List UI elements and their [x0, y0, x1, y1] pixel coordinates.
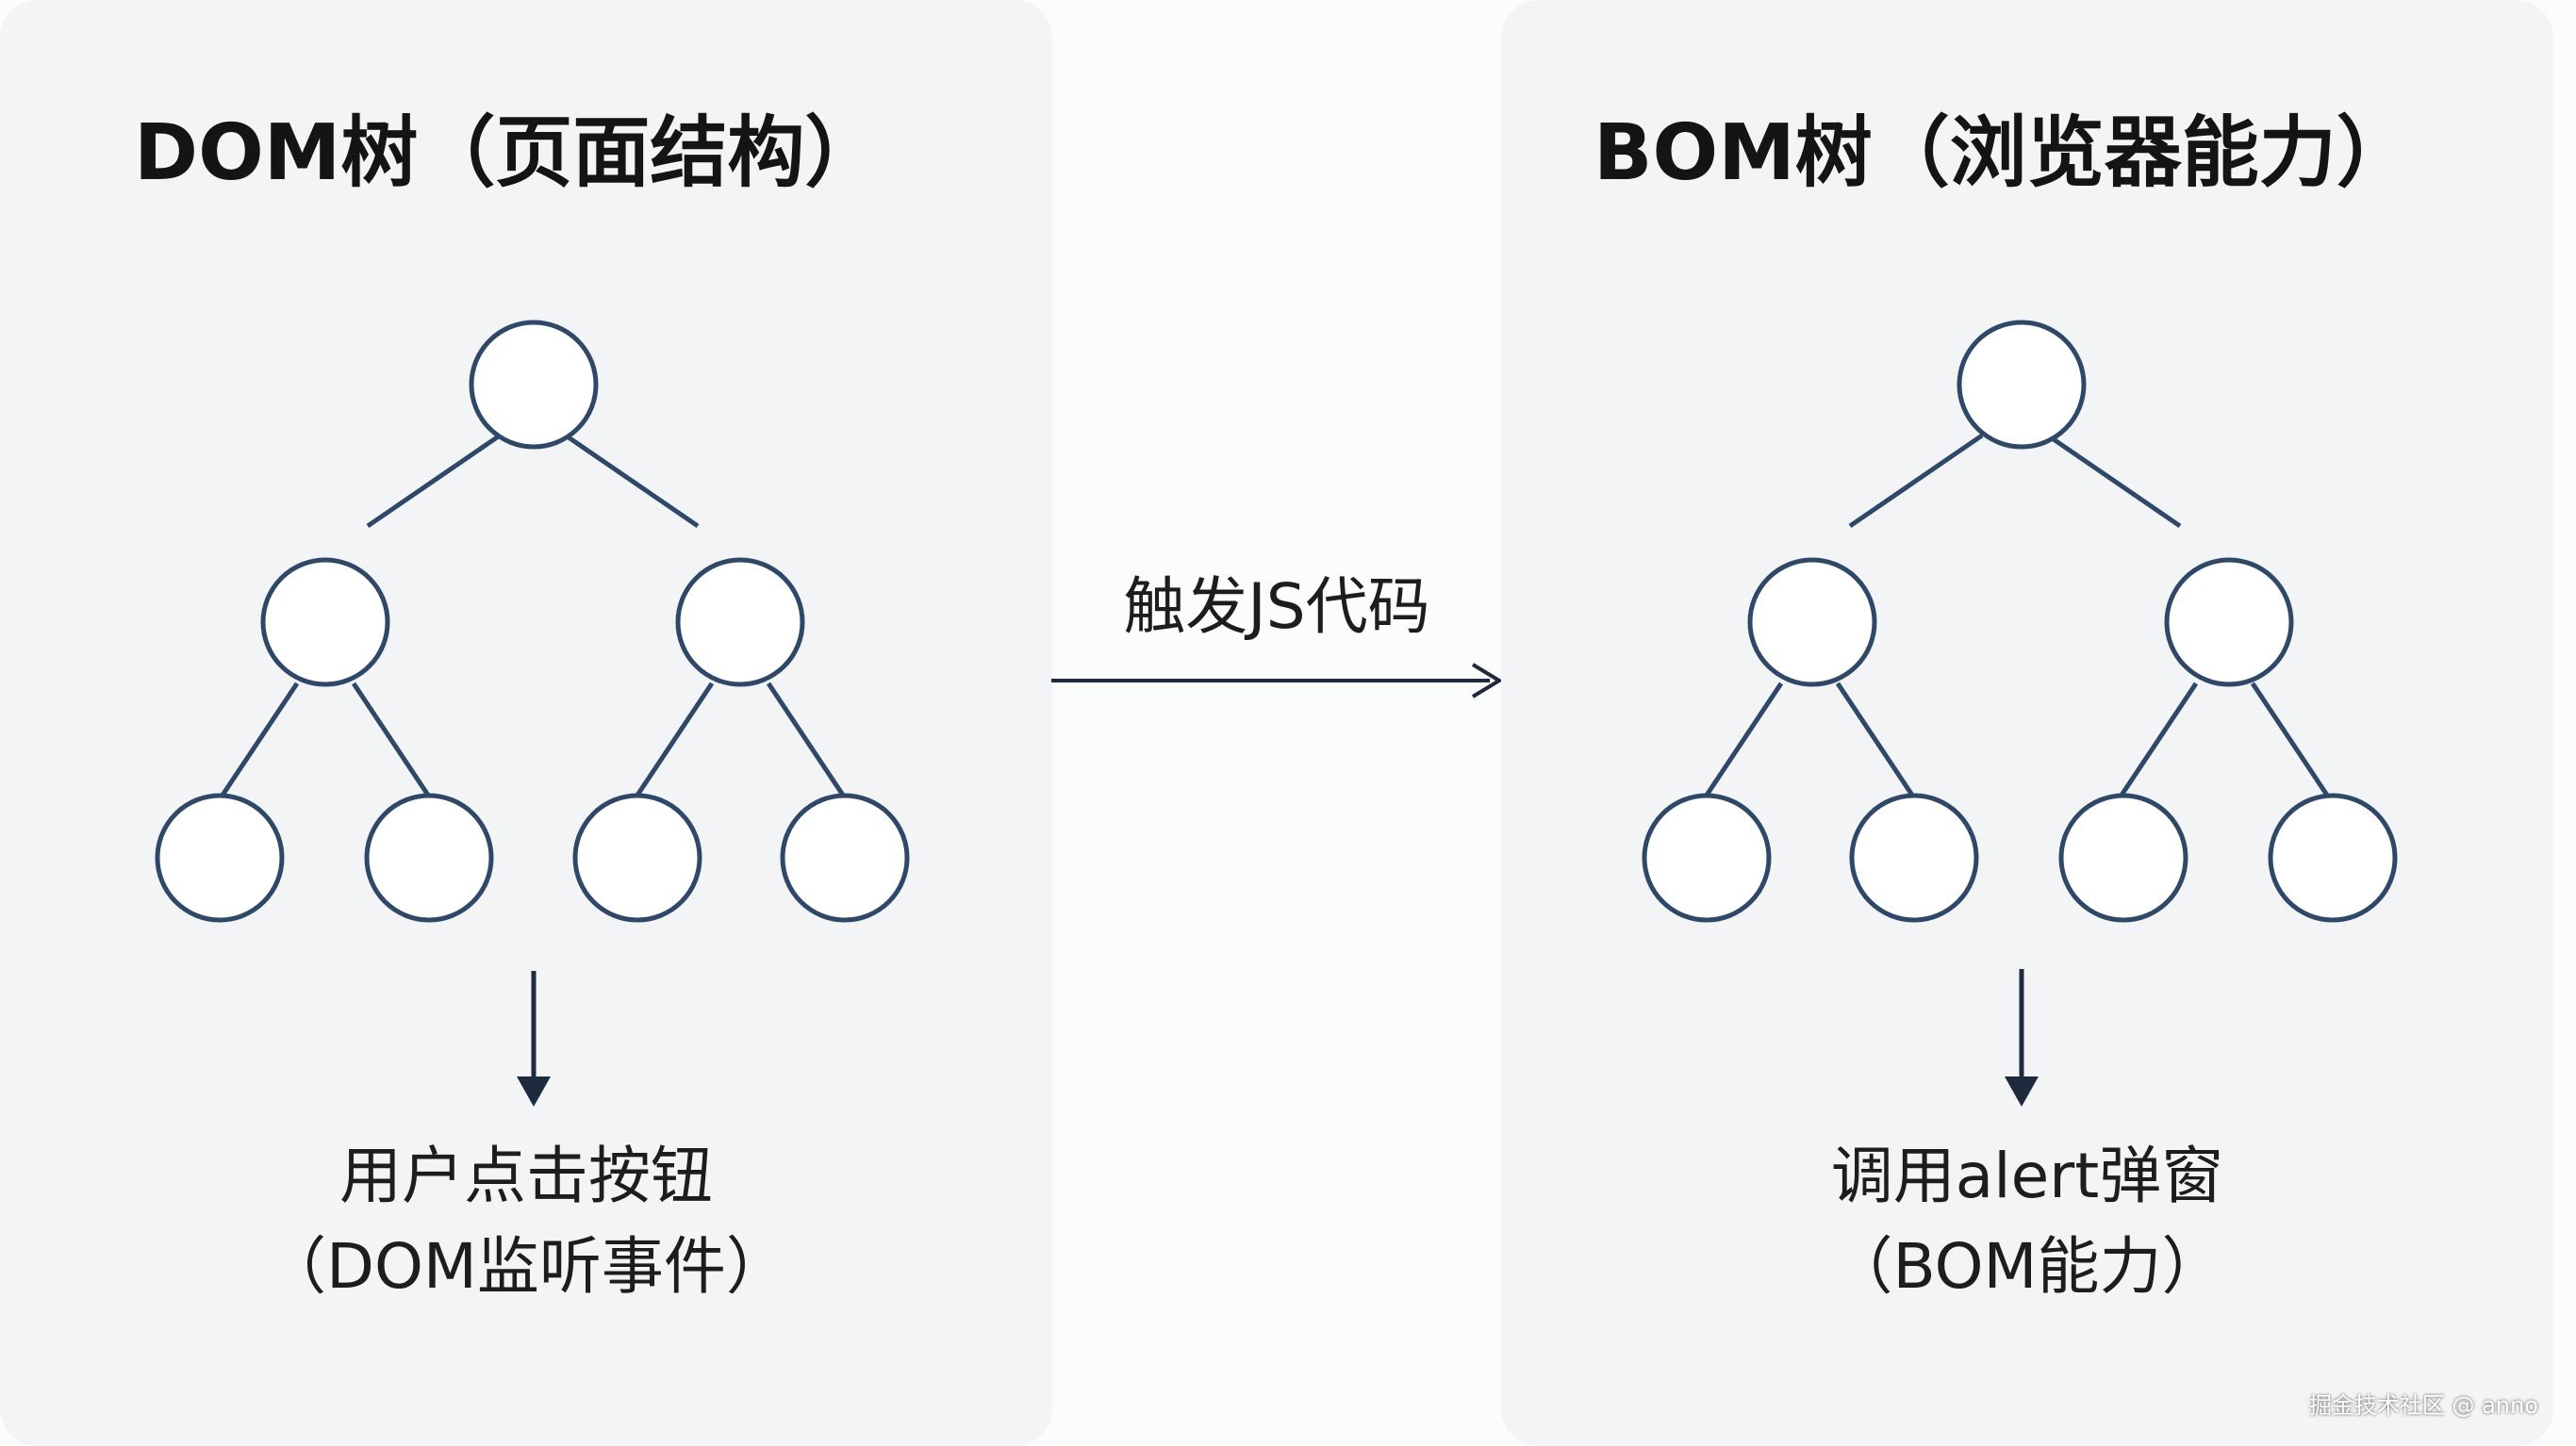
dom-node-leaf-2 [364, 793, 494, 923]
dom-edge-r-rl [634, 682, 715, 798]
bom-node-root [1957, 320, 2087, 450]
dom-edge-l-lr [351, 682, 432, 798]
dom-down-arrow [517, 971, 551, 1107]
bom-node-leaf-4 [2268, 793, 2398, 923]
dom-edge-root-right [564, 433, 700, 529]
dom-edge-l-ll [219, 682, 300, 798]
dom-caption: 用户点击按钮 （DOM监听事件） [0, 1131, 1052, 1312]
bom-panel-title: BOM树（浏览器能力） [1593, 108, 2414, 198]
dom-caption-line2: （DOM监听事件） [264, 1230, 788, 1303]
dom-node-leaf-1 [155, 793, 285, 923]
bom-edge-root-right [2046, 433, 2182, 529]
bom-caption-line2: （BOM能力） [1830, 1230, 2224, 1303]
bom-caption-line1: 调用alert弹窗 [1830, 1140, 2224, 1212]
dom-node-leaf-3 [572, 793, 702, 923]
dom-panel: DOM树（页面结构） 用户点击按钮 （DOM监听事件） [0, 0, 1052, 1446]
bom-node-left [1747, 557, 1877, 687]
bom-node-right [2164, 557, 2294, 687]
dom-caption-line1: 用户点击按钮 [339, 1140, 713, 1212]
bom-node-leaf-1 [1642, 793, 1772, 923]
bom-edge-root-left [1848, 433, 1984, 529]
trigger-js-label: 触发JS代码 [1123, 570, 1430, 643]
dom-node-root [469, 320, 599, 450]
bom-panel: BOM树（浏览器能力） 调用alert弹窗 （BOM能力） [1501, 0, 2553, 1446]
watermark: 掘金技术社区 @ anno [2308, 1392, 2538, 1419]
dom-tree-diagram [155, 320, 910, 1107]
bom-edge-l-lr [1835, 682, 1916, 798]
dom-node-leaf-4 [780, 793, 910, 923]
trigger-arrow [1051, 663, 1503, 698]
bom-node-leaf-3 [2058, 793, 2188, 923]
dom-node-left [260, 557, 390, 687]
bom-node-leaf-2 [1849, 793, 1979, 923]
bom-caption: 调用alert弹窗 （BOM能力） [1501, 1131, 2553, 1312]
bom-edge-r-rr [2250, 682, 2331, 798]
dom-panel-title: DOM树（页面结构） [134, 108, 883, 198]
dom-edge-root-left [366, 433, 502, 529]
bom-edge-r-rl [2118, 682, 2199, 798]
bom-down-arrow [2005, 969, 2039, 1107]
bom-edge-l-ll [1703, 682, 1784, 798]
dom-node-right [675, 557, 805, 687]
bom-tree-diagram [1642, 320, 2398, 1107]
dom-edge-r-rr [766, 682, 847, 798]
